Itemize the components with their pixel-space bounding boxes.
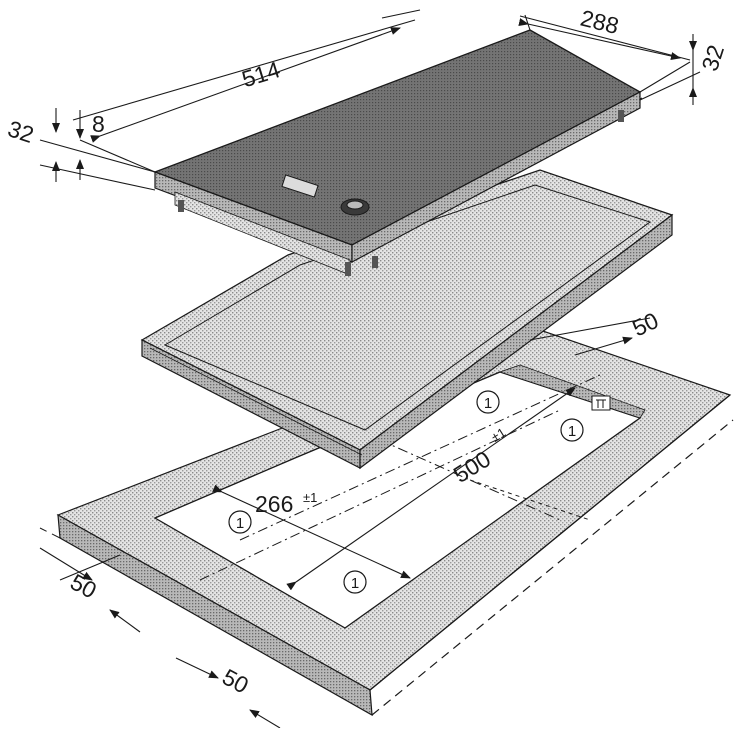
control-panel: [281, 174, 370, 216]
callout-label: 1: [568, 423, 576, 440]
dim-clearance-back-label: 50: [628, 307, 662, 341]
callout-label: 1: [484, 395, 492, 412]
callout-3: 1: [228, 510, 252, 534]
foot: [372, 256, 378, 268]
dim-cutout-width-tol: ±1: [303, 490, 317, 505]
dim-height-right-label: 32: [696, 42, 729, 74]
callout-label: 1: [351, 575, 359, 592]
dim-glass-label: 8: [92, 111, 105, 137]
callout-4: 1: [343, 570, 367, 594]
foot: [618, 110, 624, 122]
dim-clearance-front-right-label: 50: [218, 664, 253, 699]
callout-label: 1: [236, 515, 244, 532]
dim-clearance-front-left-label: 50: [66, 569, 101, 604]
fixing-bracket: [591, 395, 611, 411]
dim-cutout-width-label: 266: [255, 491, 293, 517]
dim-depth-label: 288: [578, 5, 622, 40]
dim-height-left-label: 32: [5, 115, 37, 148]
foot: [345, 262, 351, 276]
dim-width-label: 514: [239, 56, 283, 92]
callout-1: 1: [476, 390, 500, 414]
foot: [178, 200, 184, 212]
dimension-lines: [39, 9, 701, 729]
callout-markers: 1 1 1 1: [228, 390, 584, 594]
callout-2: 1: [560, 418, 584, 442]
dim-cutout-length-tol: ±1: [488, 425, 508, 445]
